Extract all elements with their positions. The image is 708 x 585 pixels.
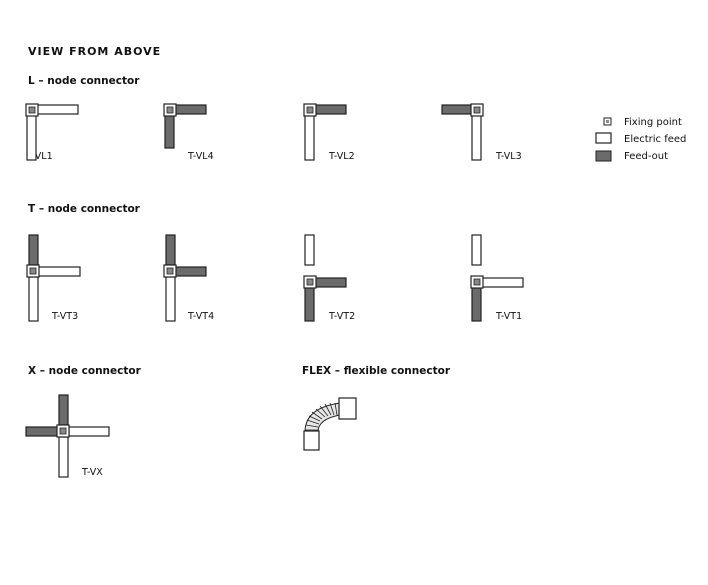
fixing-point-icon	[470, 275, 484, 289]
connector-t-vl4	[163, 103, 207, 149]
label-t-vl4: T-VL4	[188, 151, 214, 162]
section-title-t-node: T – node connector	[28, 203, 140, 215]
label-t-vl3: T-VL3	[496, 151, 522, 162]
legend	[595, 117, 612, 162]
legend-feed-out-swatch	[595, 150, 612, 162]
connector-t-vl3	[441, 103, 484, 161]
page-heading: VIEW FROM ABOVE	[28, 45, 162, 58]
fixing-point-icon	[303, 275, 317, 289]
connector-t-vl2	[303, 103, 347, 161]
section-title-x-node: X – node connector	[28, 365, 141, 377]
fixing-point-icon	[163, 264, 177, 278]
label-t-vt2: T-VT2	[329, 311, 356, 322]
fixing-point-icon	[303, 103, 317, 117]
label-t-vt1: T-VT1	[496, 311, 523, 322]
label-t-vl1: T-VL1	[27, 151, 53, 162]
fixing-point-icon	[163, 103, 177, 117]
label-t-vx: T-VX	[82, 467, 103, 478]
legend-label-fixing-point: Fixing point	[624, 117, 682, 128]
connector-t-vt3	[26, 234, 81, 322]
fixing-point-icon	[56, 424, 70, 438]
connector-t-vx	[25, 394, 110, 478]
connector-flex	[303, 397, 357, 451]
fixing-point-icon	[25, 103, 39, 117]
connector-t-vl1	[25, 103, 79, 161]
label-t-vl2: T-VL2	[329, 151, 355, 162]
label-t-vt3: T-VT3	[52, 311, 79, 322]
legend-fixing-point-icon	[603, 117, 612, 126]
label-t-vt4: T-VT4	[188, 311, 215, 322]
connector-t-vt1	[470, 234, 524, 322]
connector-t-vt4	[163, 234, 207, 322]
section-title-flex: FLEX – flexible connector	[302, 365, 451, 377]
connector-t-vt2	[303, 234, 347, 322]
legend-label-feed-out: Feed-out	[624, 151, 669, 162]
legend-label-electric-feed: Electric feed	[624, 134, 687, 145]
fixing-point-icon	[470, 103, 484, 117]
section-title-l-node: L – node connector	[28, 75, 140, 87]
fixing-point-icon	[26, 264, 40, 278]
legend-electric-feed-swatch	[595, 132, 612, 144]
